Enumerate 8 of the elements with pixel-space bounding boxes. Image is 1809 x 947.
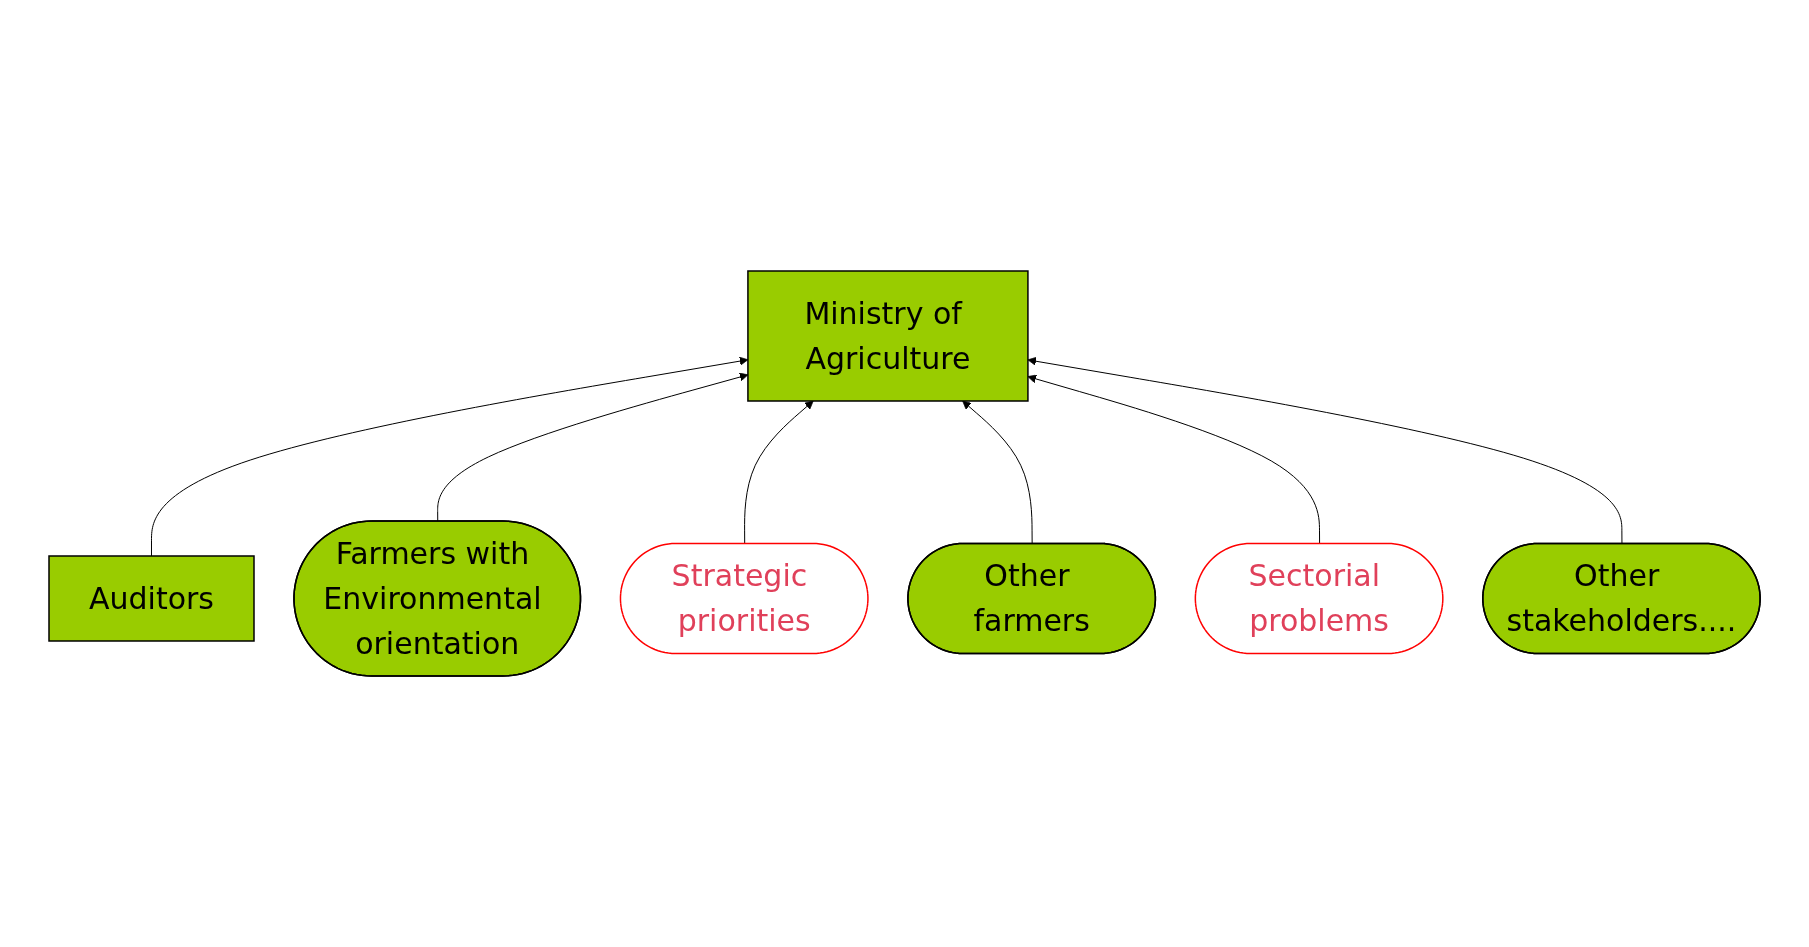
node-box: Auditors	[48, 555, 255, 642]
node-text: Strategic priorities	[671, 558, 811, 639]
arrow	[962, 400, 1033, 545]
node-box: Ministry of Agriculture	[747, 270, 1029, 402]
arrow	[1027, 374, 1320, 545]
node-text: Sectorial problems	[1248, 558, 1389, 639]
arrow	[744, 400, 814, 545]
arrow	[1027, 356, 1623, 545]
